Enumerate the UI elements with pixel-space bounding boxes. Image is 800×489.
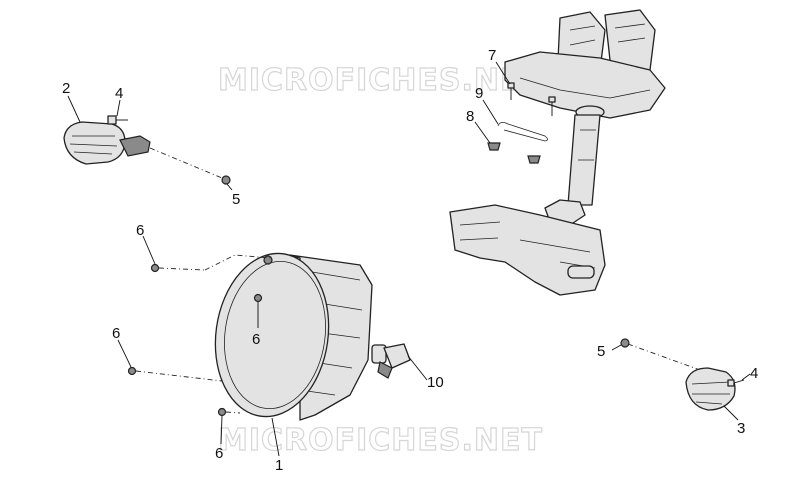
turn-indicator-right (685, 367, 736, 411)
nut-left (221, 175, 231, 185)
leader-lines (67, 61, 751, 457)
steering-head-assembly (449, 9, 666, 296)
callout-7: 7 (488, 47, 496, 64)
wire-clip (497, 122, 548, 142)
headlight-screws (127, 254, 271, 417)
callout-9: 9 (475, 85, 483, 102)
turn-indicator-left (63, 121, 151, 165)
headlight-bulb (371, 343, 411, 379)
callout-4-left: 4 (115, 85, 123, 102)
callout-6-bottom: 6 (215, 445, 223, 462)
callout-4-right: 4 (750, 365, 758, 382)
callout-5-right: 5 (597, 343, 605, 360)
callout-5-left: 5 (232, 191, 240, 208)
grommet-left (487, 142, 501, 151)
screw-pair (507, 82, 556, 116)
headlight-assembly (214, 252, 373, 421)
watermark-top: MICROFICHES.NET (218, 63, 543, 98)
bolt-right (727, 379, 745, 387)
callout-2: 2 (62, 80, 70, 97)
callout-6-top: 6 (136, 222, 144, 239)
callout-8: 8 (466, 108, 474, 125)
callout-1: 1 (275, 457, 283, 474)
nut-right (620, 338, 630, 348)
axis-left-indicator (149, 147, 223, 179)
bolt-left (107, 115, 128, 125)
callout-10: 10 (427, 374, 444, 391)
callout-6-center: 6 (252, 331, 260, 348)
axis-right-indicator (627, 343, 701, 371)
watermark-bottom: MICROFICHES.NET (218, 423, 543, 458)
grommet-right (527, 155, 541, 164)
callout-3: 3 (737, 420, 745, 437)
callout-6-left: 6 (112, 325, 120, 342)
